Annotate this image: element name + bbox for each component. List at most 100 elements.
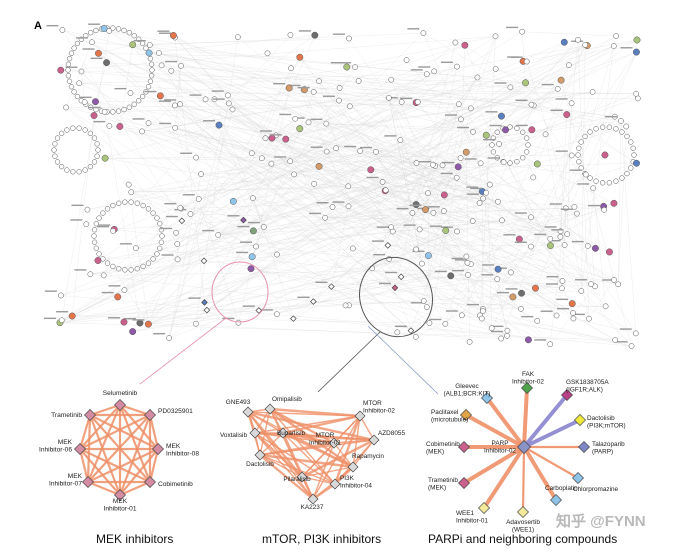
background-node [101,273,106,278]
background-node [606,249,612,255]
background-node [128,90,133,95]
parp-edge [524,395,567,447]
background-node-label [491,331,503,332]
background-node [613,337,618,342]
background-node-label [550,203,562,204]
background-node [356,78,361,83]
background-node-label [311,147,323,148]
background-node [489,326,494,331]
ring-node [526,143,531,148]
background-node [102,109,107,114]
background-node [498,113,504,119]
ring-node [135,201,140,206]
parp-node [579,442,590,453]
background-node-label [333,33,345,34]
mtor-node-label: Omipalisib [272,396,302,403]
background-node [467,339,472,344]
background-node [508,85,513,90]
ring-node [127,105,132,110]
background-node-label [515,212,527,213]
background-node-label [588,205,600,206]
ring-node [600,125,605,130]
background-node [248,265,254,271]
ring-node [88,131,93,136]
background-node [555,86,560,91]
background-node-label [323,96,335,97]
background-node-label [213,98,225,99]
ring-node [72,89,77,94]
ring-node [508,161,513,166]
background-edge [286,74,427,139]
ring-node [66,68,71,73]
ring-node [150,68,155,73]
background-node-label [409,205,421,206]
background-edge [561,40,578,231]
background-node [324,149,329,154]
background-node [459,313,464,318]
background-node [172,103,177,108]
background-node [465,272,470,277]
ring-node [94,28,99,33]
ring-node [576,159,581,164]
background-node-label [428,206,440,207]
background-node-label [159,123,171,124]
background-node [288,32,293,37]
background-node [443,321,448,326]
ring-node [88,164,93,169]
background-edge [253,231,397,332]
ring-node [135,266,140,271]
ring-node [122,267,127,272]
ring-node [146,261,151,266]
background-node [316,163,322,169]
background-node-label [556,150,568,151]
background-node [130,41,136,47]
ring-node [64,168,69,173]
background-node [524,59,529,64]
ring-node [490,143,495,148]
background-node-label [317,202,329,203]
ring-node [620,176,625,181]
ring-node [520,155,525,160]
ring-node [132,102,137,107]
background-node [574,211,579,216]
ring-node [514,126,519,131]
background-node-label [157,30,169,31]
ring-node [70,126,75,131]
background-node [173,230,178,235]
background-node [528,215,533,220]
background-node [633,160,639,166]
background-node [424,72,429,77]
background-node [588,281,593,286]
ring-node [66,73,71,78]
background-node-label [114,88,126,89]
background-node [504,333,509,338]
ring-node [75,94,80,99]
background-node-label [379,283,391,284]
background-node [522,80,528,86]
background-node [616,282,621,287]
parp-node-label: Dactolisib(PI3K;mTOR) [587,415,626,429]
background-node [121,319,127,325]
background-node-label [451,258,463,259]
ring-node [155,251,160,256]
background-node-label [134,40,146,41]
background-node [323,215,328,220]
parp-edge [523,447,524,512]
ring-node [146,84,151,89]
background-node [569,300,575,306]
background-node [216,122,222,128]
ring-node [160,234,165,239]
background-edge [534,105,604,209]
ring-node [67,56,72,61]
mek-edge [88,415,90,482]
background-node [324,121,329,126]
background-node [115,294,121,300]
background-node-label [309,213,321,214]
background-node [463,149,469,155]
ring-node [140,94,145,99]
background-node [493,66,498,71]
background-node [629,344,634,349]
ring-node [92,234,97,239]
ring-node [491,149,496,154]
ring-node [631,146,636,151]
